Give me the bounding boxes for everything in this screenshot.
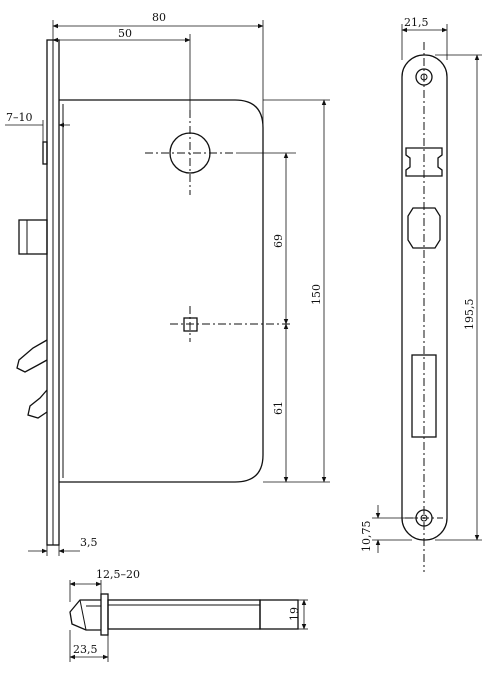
lock-body-front-view <box>16 39 292 546</box>
lower-opening <box>411 354 437 438</box>
dim-61-label: 61 <box>272 401 285 415</box>
dim-3-5-label: 3,5 <box>80 536 98 549</box>
bolt-end-block <box>259 599 299 630</box>
dim-23-5-label: 23,5 <box>73 643 98 656</box>
dim-21-5-label: 21,5 <box>404 16 429 29</box>
bolt-body <box>107 599 261 630</box>
dim-50-label: 50 <box>118 27 132 40</box>
latch-bolt <box>16 339 48 373</box>
dim-150-label: 150 <box>310 284 323 305</box>
front-view-dimensions: 80 50 7–10 69 150 61 3,5 <box>5 11 330 556</box>
top-tab <box>42 141 48 165</box>
latch-opening <box>407 207 441 249</box>
bolt-top-view <box>69 593 299 636</box>
dim-19-label: 19 <box>288 607 301 621</box>
side-view-dimensions: 21,5 195,5 10,75 <box>360 16 482 553</box>
lock-case-outline <box>59 99 264 483</box>
dim-10-75-label: 10,75 <box>360 521 373 553</box>
deadbolt-opening <box>405 147 443 177</box>
top-screw-hole <box>415 68 433 86</box>
dim-7-10-label: 7–10 <box>6 111 33 124</box>
dim-69-label: 69 <box>272 234 285 248</box>
dim-80-label: 80 <box>152 11 166 24</box>
faceplate-section <box>100 593 109 636</box>
bolt-dimensions: 12,5–20 19 23,5 <box>69 568 308 662</box>
latch-head <box>69 599 101 631</box>
deadbolt <box>18 219 48 255</box>
faceplate-side-view <box>401 42 448 572</box>
dim-12-5-20-label: 12,5–20 <box>96 568 140 581</box>
dim-195-5-label: 195,5 <box>463 299 476 331</box>
